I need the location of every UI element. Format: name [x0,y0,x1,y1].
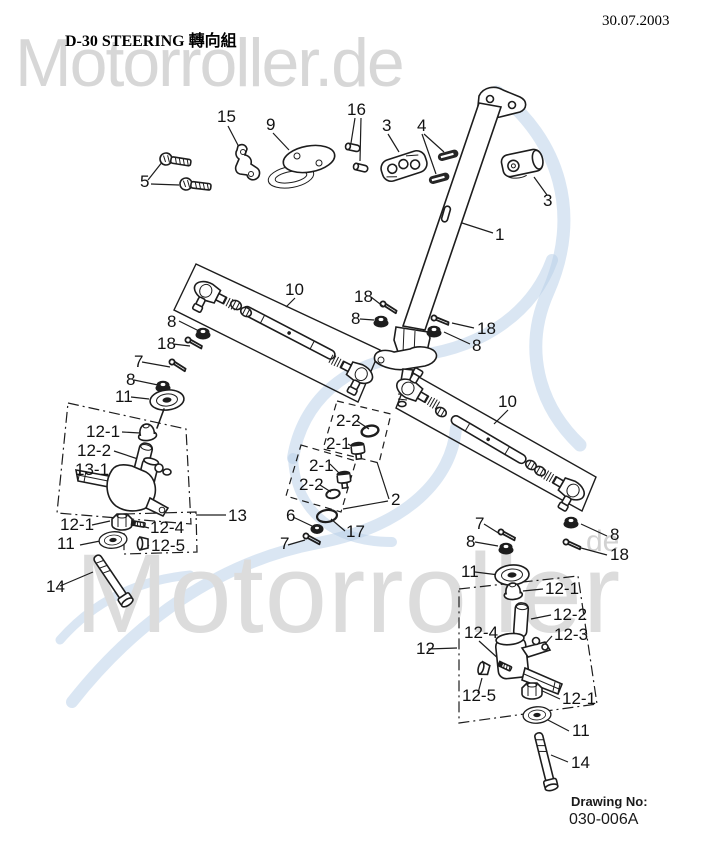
part-label-7: 7 [134,352,143,371]
part-knuckle-left-assembly [75,387,186,610]
date: 30.07.2003 [602,13,670,29]
part-label-8: 8 [610,525,619,544]
part-clamp-3 [500,148,544,179]
part-label-18: 18 [354,287,373,306]
part-balljoint-kit-2 [310,422,381,534]
part-knuckle-right-assembly [475,563,564,793]
part-label-8: 8 [466,532,475,551]
part-label-2: 2 [391,490,400,509]
part-label-13-1: 13-1 [75,460,109,479]
watermark-middle-suffix: de [586,525,619,558]
part-label-1: 1 [495,225,504,244]
part-label-12-5: 12-5 [462,686,496,705]
part-knuckle-right [494,632,564,696]
part-label-18: 18 [477,319,496,338]
part-label-3: 3 [382,116,391,135]
part-label-12-4: 12-4 [150,518,184,537]
part-label-10: 10 [498,392,517,411]
part-label-7: 7 [280,534,289,553]
part-label-11: 11 [57,534,75,553]
part-tie-rod-left [184,276,377,401]
part-label-18: 18 [157,334,176,353]
part-label-2-2: 2-2 [299,475,324,494]
part-label-12-3: 12-3 [554,625,588,644]
part-label-14: 14 [46,577,65,596]
part-label-12: 12 [416,639,435,658]
watermark-top: Motorroller.de [15,25,403,101]
part-label-2-1: 2-1 [326,434,351,453]
part-label-10: 10 [285,280,304,299]
part-label-9: 9 [266,115,275,134]
part-pins-16 [344,141,370,174]
part-label-15: 15 [217,107,236,126]
part-label-7: 7 [475,514,484,533]
drawing-no-label: Drawing No: [571,794,648,809]
part-bolts-5 [158,151,213,194]
drawing-no-value: 030-006A [569,811,639,828]
part-label-12-2: 12-2 [77,441,111,460]
part-steering-column [373,86,527,408]
part-label-12-1: 12-1 [545,579,579,598]
part-label-4: 4 [417,116,426,135]
part-label-17: 17 [346,522,365,541]
part-label-12-4: 12-4 [464,623,498,642]
part-tie-rod-right [392,362,589,517]
part-label-11: 11 [572,721,590,740]
watermark-middle: Motorroller [75,531,621,656]
part-label-2-1: 2-1 [309,456,334,475]
part-label-8: 8 [472,336,481,355]
part-label-18: 18 [610,545,629,564]
part-label-8: 8 [126,370,135,389]
part-label-12-1: 12-1 [60,515,94,534]
part-ujoint-3 [380,149,428,183]
part-knuckle-left [75,457,172,518]
part-label-3: 3 [543,191,552,210]
part-label-12-1: 12-1 [86,422,120,441]
part-label-6: 6 [286,506,295,525]
part-label-8: 8 [351,309,360,328]
part-label-16: 16 [347,100,366,119]
part-label-8: 8 [167,312,176,331]
part-label-12-5: 12-5 [151,536,185,555]
part-label-12-1: 12-1 [562,689,596,708]
part-label-2-2: 2-2 [336,411,361,430]
part-label-13: 13 [228,506,247,525]
part-label-11: 11 [461,562,479,581]
page-title: D-30 STEERING 轉向組 [65,31,237,50]
part-plate-9 [267,144,336,189]
part-bracket-15 [234,143,261,181]
part-label-14: 14 [571,753,590,772]
part-label-11: 11 [115,387,133,406]
part-label-5: 5 [140,172,149,191]
part-label-12-2: 12-2 [553,605,587,624]
